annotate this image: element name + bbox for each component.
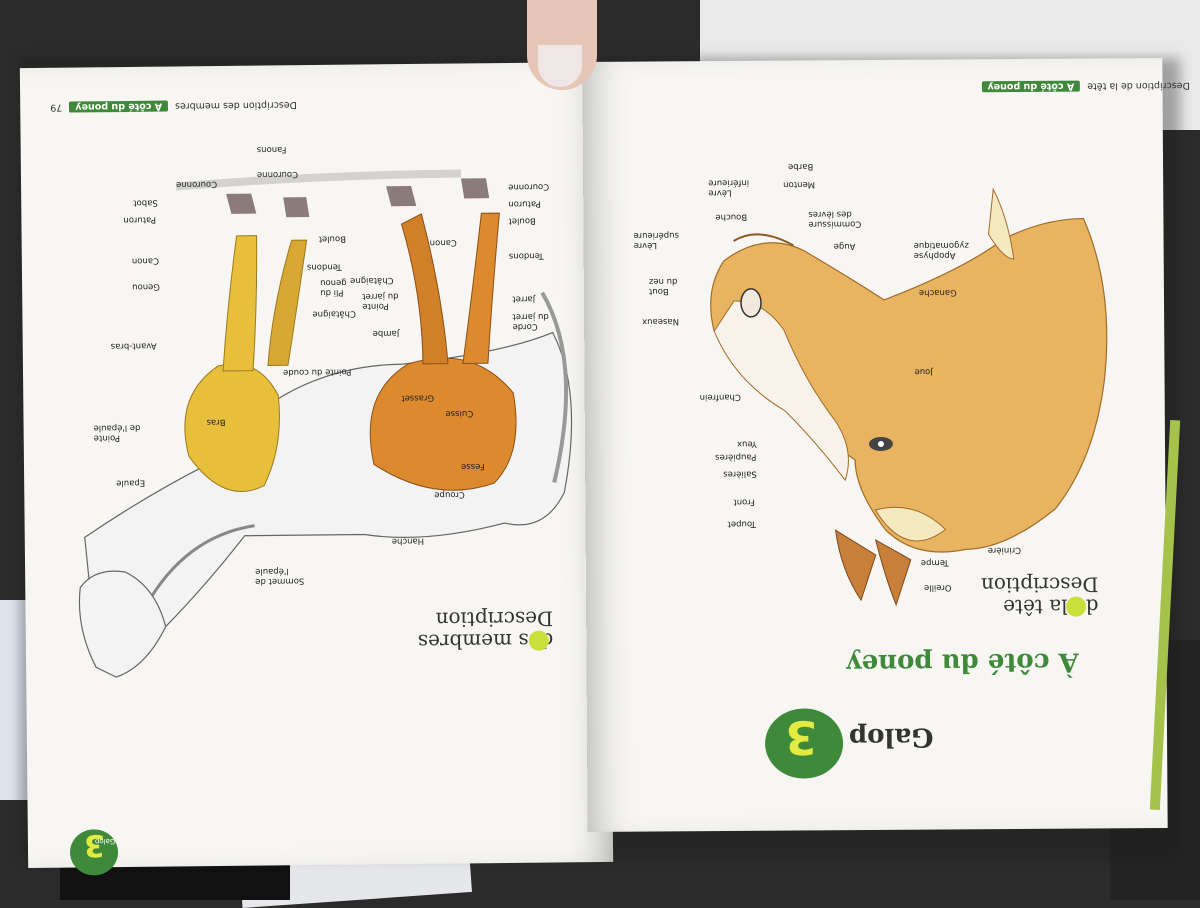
left-title-line1: Description bbox=[435, 606, 554, 632]
label-naseaux: Naseaux bbox=[642, 316, 680, 327]
label-couronne-hind: Couronne bbox=[508, 181, 550, 192]
horse-head-illustration bbox=[710, 187, 1108, 607]
label-chataigne-front: Châtaigne bbox=[312, 308, 356, 319]
right-main-title: À côté du poney bbox=[846, 646, 1079, 679]
label-paturon-front: Paturon bbox=[123, 214, 157, 225]
label-levre-superieure: Lèvre supérieure bbox=[633, 230, 680, 251]
label-tendons-front: Tendons bbox=[306, 261, 342, 272]
label-levre-inferieure: Lèvre inférieure bbox=[708, 177, 750, 198]
label-tendons-hind: Tendons bbox=[508, 250, 544, 261]
label-chataigne-hind: Châtaigne bbox=[350, 274, 394, 286]
label-epaule: Epaule bbox=[116, 477, 146, 488]
right-title-line1: Description bbox=[980, 572, 1099, 598]
label-bouche: Bouche bbox=[715, 211, 748, 222]
label-fesse: Fesse bbox=[460, 461, 485, 472]
label-canon-front: Canon bbox=[131, 255, 160, 266]
label-hanche: Hanche bbox=[391, 535, 425, 546]
galop-badge-number: 3 bbox=[784, 710, 818, 765]
label-yeux: Yeux bbox=[736, 438, 757, 449]
left-title-bullet-icon bbox=[528, 630, 549, 651]
label-toupet: Toupet bbox=[727, 518, 756, 529]
right-title-bullet-icon bbox=[1066, 596, 1087, 617]
fingernail bbox=[538, 45, 582, 87]
label-corde-jarret: Corde du jarret bbox=[512, 311, 549, 332]
label-canon-hind: Canon bbox=[429, 237, 457, 248]
label-front: Front bbox=[733, 496, 755, 507]
label-menton: Menton bbox=[783, 179, 816, 190]
label-genou: Genou bbox=[132, 281, 160, 292]
label-jambe: Jambe bbox=[372, 327, 400, 339]
galop-corner-label: Galop bbox=[94, 837, 116, 846]
label-ganache: Ganache bbox=[918, 287, 957, 298]
label-criniere: Crinière bbox=[987, 544, 1022, 555]
horse-legs-illustration bbox=[78, 169, 573, 678]
label-salieres: Salières bbox=[723, 468, 757, 479]
galop-badge-text: Galop bbox=[848, 721, 934, 753]
label-jarret: Jarret bbox=[512, 293, 536, 304]
label-croupe: Croupe bbox=[434, 489, 465, 500]
label-chanfrein: Chanfrein bbox=[699, 391, 741, 402]
left-page: Description des membres À côté du poney … bbox=[19, 61, 614, 876]
label-tempe: Tempe bbox=[920, 557, 949, 568]
label-pointe-jarret: Pointe du jarret bbox=[362, 290, 399, 312]
label-cuisse: Cuisse bbox=[445, 408, 474, 419]
label-bout-du-nez: Bout du nez bbox=[648, 276, 678, 297]
label-joue: Joue bbox=[914, 366, 933, 377]
label-paturon-hind: Paturon bbox=[508, 198, 541, 209]
label-couronne-1: Couronne bbox=[256, 168, 299, 180]
label-sommet-epaule: Sommet de l'épaule bbox=[255, 566, 305, 587]
label-barbe: Barbe bbox=[788, 161, 814, 172]
right-page: Description de la tête À côté du poney B… bbox=[582, 57, 1190, 833]
label-avant-bras: Avant-bras bbox=[110, 340, 157, 351]
label-bras: Bras bbox=[206, 416, 226, 427]
label-apophyse: Apophyse zygomatique bbox=[913, 240, 969, 261]
label-oreille: Oreille bbox=[923, 582, 952, 593]
label-pointe-epaule: Pointe de l'épaule bbox=[93, 422, 141, 443]
label-boulet-hind: Boulet bbox=[508, 215, 536, 226]
label-grasset: Grasset bbox=[401, 392, 435, 403]
label-sabot: Sabot bbox=[133, 197, 158, 208]
label-couronne-2: Couronne bbox=[175, 178, 218, 190]
label-boulet-front: Boulet bbox=[318, 233, 347, 244]
label-fanons: Fanons bbox=[256, 144, 287, 155]
label-pli-du-genou: Pli du genou bbox=[320, 277, 347, 298]
label-commissure: Commissure des lèvres bbox=[808, 208, 862, 229]
label-auge: Auge bbox=[833, 240, 856, 252]
label-paupieres: Paupières bbox=[715, 451, 757, 462]
label-pointe-du-coude: Pointe du coude bbox=[282, 366, 352, 378]
